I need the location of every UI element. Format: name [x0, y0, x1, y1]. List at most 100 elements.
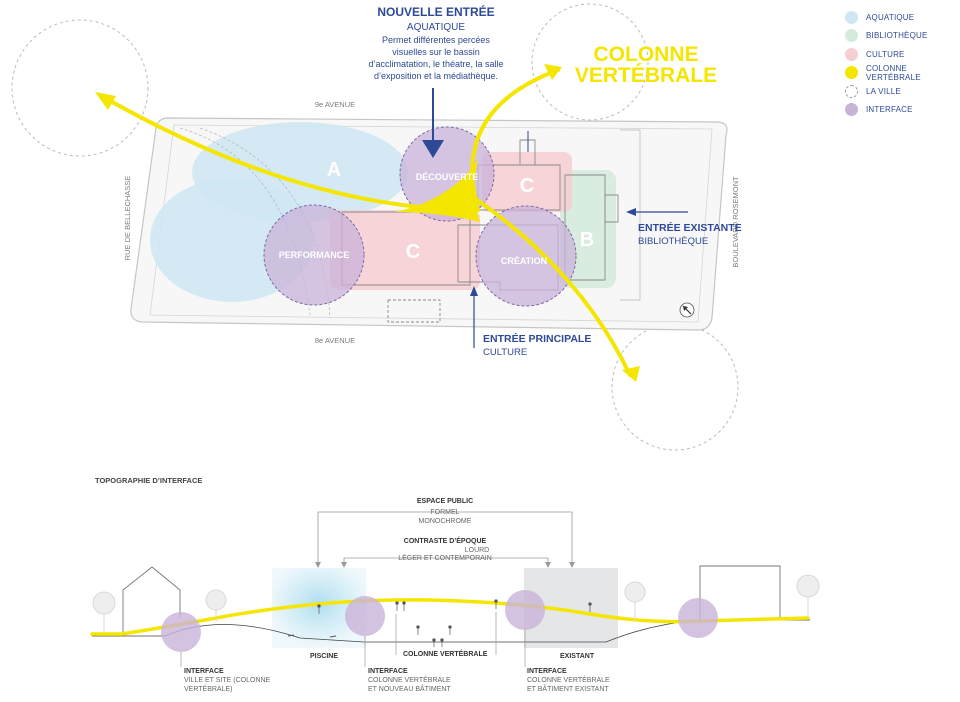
colonne-title-line1: COLONNE [594, 43, 699, 66]
street-east: BOULEVARD ROSEMONT [731, 176, 740, 268]
interface-3-line: COLONNE VERTÉBRALE [527, 675, 610, 684]
label-existant: EXISTANT [560, 653, 595, 660]
legend-swatch [845, 84, 858, 98]
street-south: 8e AVENUE [315, 336, 355, 345]
colonne-title-line2: VERTÉBRALE [575, 64, 717, 87]
label-colonne: COLONNE VERTÉBRALE [403, 649, 488, 658]
city-circle-se [611, 323, 739, 451]
section-interface-circle [345, 596, 385, 636]
colonne-title: COLONNE VERTÉBRALE [575, 43, 717, 87]
entree-existante-annotation: ENTRÉE EXISTANTE BIBLIOTHÈQUE [626, 208, 742, 247]
spine-south-curve [468, 193, 632, 377]
interface-1-title: INTERFACE [184, 668, 224, 675]
label-piscine: PISCINE [310, 653, 338, 660]
interface-circle-performance [263, 204, 365, 306]
espace-public-line: FORMEL [430, 509, 459, 516]
legend-item: AQUATIQUE [845, 8, 960, 26]
section-interface-circles [161, 590, 718, 652]
interface-2-line: ET NOUVEAU BÂTIMENT [368, 684, 451, 693]
legend-swatch [845, 103, 858, 116]
contraste-line: LOURD [465, 547, 490, 554]
entree-principale-title: ENTRÉE PRINCIPALE [483, 332, 591, 345]
nouvelle-entree-line: visuelles sur le bassin [392, 47, 480, 57]
interface-1-line: VERTÉBRALE) [184, 684, 233, 693]
entree-principale-annotation: ENTRÉE PRINCIPALE CULTURE [470, 286, 591, 358]
legend-swatch [845, 66, 858, 79]
culture-zone-large [330, 210, 480, 290]
contraste-line: LÉGER ET CONTEMPORAIN [398, 553, 492, 562]
legend-item: COLONNE VERTÉBRALE [845, 64, 960, 82]
city-circle-ne [531, 3, 649, 121]
person-icon [494, 599, 498, 609]
section-interface-circle [161, 612, 201, 652]
legend-label: COLONNE VERTÉBRALE [866, 63, 921, 82]
nouvelle-entree-line: Permet différentes percées [382, 35, 490, 45]
legend-item: LA VILLE [845, 82, 960, 100]
nouvelle-entree-line: d’acclimatation, le théatre, la salle [368, 59, 503, 69]
street-west: RUE DE BELLECHASSE [123, 176, 132, 261]
interface-2-title: INTERFACE [368, 668, 408, 675]
person-icon [416, 625, 420, 635]
legend-label: AQUATIQUE [866, 12, 915, 22]
section-brackets [317, 511, 573, 565]
bracket-arrowheads [315, 562, 575, 568]
interface-circle-creation [475, 205, 577, 307]
interface-2-line: COLONNE VERTÉBRALE [368, 675, 451, 684]
circle-label-performance: PERFORMANCE [279, 250, 350, 260]
entree-principale-subtitle: CULTURE [483, 347, 527, 358]
legend-item: INTERFACE [845, 101, 960, 119]
legend-swatch [845, 47, 858, 61]
espace-public-line: MONOCHROME [419, 518, 472, 525]
legend-label: LA VILLE [866, 86, 901, 96]
city-circle-nw [11, 19, 149, 157]
tree-icon [92, 591, 116, 632]
legend-label: INTERFACE [866, 105, 913, 114]
tree-icon [624, 581, 646, 622]
person-icon [402, 601, 406, 611]
house-outlines [122, 565, 781, 634]
track-curves [179, 127, 331, 319]
nouvelle-entree-subtitle: AQUATIQUE [407, 22, 465, 33]
person-icon [588, 602, 592, 612]
nouvelle-entree-annotation: NOUVELLE ENTRÉE AQUATIQUE Permet différe… [368, 4, 504, 158]
legend: AQUATIQUE BIBLIOTHÈQUE CULTURE COLONNE V… [845, 8, 960, 119]
nouvelle-entree-arrowhead [422, 140, 444, 158]
entree-existante-title: ENTRÉE EXISTANTE [638, 221, 742, 234]
legend-label: CULTURE [866, 49, 905, 59]
section-interface-circle [505, 590, 545, 630]
spine-hub [395, 160, 480, 222]
culture-zone-small [482, 152, 572, 212]
tree-icons [92, 574, 820, 632]
street-north: 9e AVENUE [315, 100, 355, 109]
section-interface-circle [678, 598, 718, 638]
contraste-title: CONTRASTE D’ÉPOQUE [404, 536, 487, 545]
legend-swatch [845, 10, 858, 24]
zone-label-b: B [580, 229, 594, 251]
zone-label-a: A [327, 159, 341, 181]
tree-icon [796, 574, 820, 618]
person-icon [432, 638, 436, 647]
tree-icon [205, 589, 227, 622]
legend-item: BIBLIOTHÈQUE [845, 27, 960, 45]
person-icon [317, 604, 321, 614]
section-title: TOPOGRAPHIE D’INTERFACE [95, 476, 202, 485]
entree-existante-subtitle: BIBLIOTHÈQUE [638, 236, 708, 247]
interface-3-title: INTERFACE [527, 668, 567, 675]
legend-label: BIBLIOTHÈQUE [866, 31, 928, 40]
spine-arrowheads [95, 64, 640, 382]
circle-label-decouverte: DÉCOUVERTE [416, 172, 479, 182]
interface-3-line: ET BÂTIMENT EXISTANT [527, 684, 609, 693]
north-arrow-icon [679, 302, 695, 318]
legend-swatch [845, 29, 858, 42]
people-icons [287, 599, 592, 647]
espace-public-title: ESPACE PUBLIC [417, 498, 473, 505]
zone-label-c-small: C [520, 175, 534, 197]
circle-label-creation: CRÉATION [501, 256, 547, 266]
nouvelle-entree-line: d’exposition et la médiathèque. [374, 71, 498, 81]
person-icon [440, 638, 444, 647]
section-leader-lines [180, 612, 526, 667]
interface-1-line: VILLE ET SITE (COLONNE [184, 677, 271, 684]
person-icon [395, 601, 399, 611]
legend-item: CULTURE [845, 45, 960, 63]
